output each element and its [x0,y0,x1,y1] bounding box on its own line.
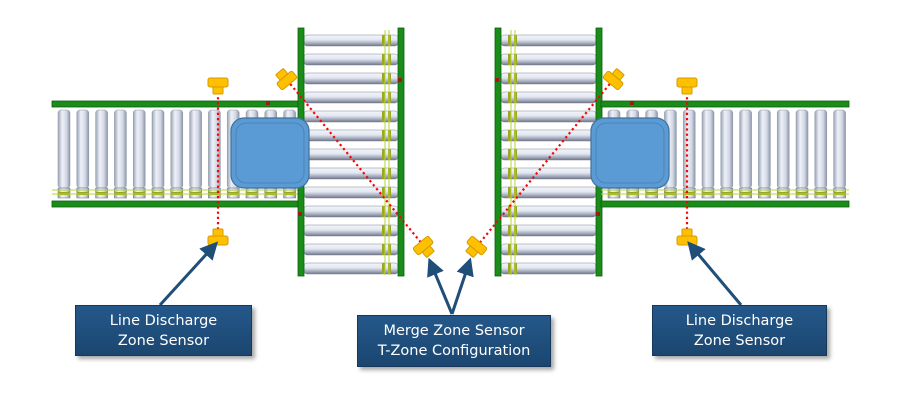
roller [776,109,790,189]
center-callout-arrow-left [427,257,454,315]
side-rail [600,200,850,208]
rail-marker [630,101,634,105]
roller-band [382,130,385,141]
right-merge-sensor-bottom-icon [465,235,488,258]
roller-band [382,73,385,84]
roller-band [508,168,511,179]
roller [833,109,846,189]
roller-band [508,263,511,274]
roller-band [382,92,385,103]
roller-band [382,111,385,122]
roller-band [382,225,385,236]
right-label-box: Line Discharge Zone Sensor [652,305,827,356]
left-merge-beam [286,79,424,246]
left-discharge-sensor-bottom-icon [207,228,229,246]
side-rail [51,100,300,108]
roller-band [508,73,511,84]
roller-band [508,35,511,46]
roller-band [508,244,511,255]
center-callout-arrow-right [450,257,474,315]
roller [189,109,202,189]
roller [95,109,108,189]
roller-band [382,187,385,198]
roller-band [382,54,385,65]
roller [758,109,771,189]
left-merge-sensor-bottom-icon [412,235,435,258]
left-label-box: Line Discharge Zone Sensor [75,305,252,356]
roller [795,109,809,189]
roller [701,109,715,189]
roller [132,109,146,189]
rail-marker [495,78,499,82]
roller [720,109,734,189]
rail-marker [596,212,600,216]
roller [76,109,90,189]
roller-band [382,149,385,160]
roller [682,109,696,189]
roller-band [508,130,511,141]
roller-band [508,92,511,103]
roller-band [508,149,511,160]
right-merge-beam [477,79,614,246]
side-rail [494,27,502,277]
right-callout-arrow [687,241,743,306]
right-discharge-sensor-bottom-icon [676,228,698,246]
right-merge-conveyor [494,27,603,277]
roller [814,109,828,189]
roller [151,109,165,189]
side-rail [397,27,405,277]
roller-band [382,244,385,255]
right-label-line1: Line Discharge [685,312,794,329]
roller-band [382,206,385,217]
rail-marker [298,212,302,216]
left-discharge-sensor-top-icon [207,77,229,95]
side-rail [600,100,850,108]
roller-band [382,263,385,274]
center-label-line2: T-Zone Configuration [377,343,531,359]
roller-band [382,168,385,179]
right-label-line2: Zone Sensor [693,332,786,349]
roller [57,109,71,189]
roller-band [508,111,511,122]
roller-band [508,206,511,217]
side-rail [51,200,300,208]
right-carton [590,117,670,189]
left-carton [230,117,310,189]
roller-band [508,225,511,236]
center-label-box: Merge Zone Sensor T-Zone Configuration [357,315,551,367]
roller [114,109,127,189]
left-merge-conveyor [297,27,405,277]
roller [170,109,184,189]
roller-band [508,187,511,198]
rail-marker [398,78,402,82]
roller-band [382,35,385,46]
left-callout-arrow [158,241,219,307]
right-merge-sensor-top-icon [602,68,625,91]
rail-marker [266,101,270,105]
roller-band [508,54,511,65]
roller [739,109,752,189]
center-label-line1: Merge Zone Sensor [383,323,525,339]
left-merge-sensor-top-icon [275,68,298,91]
left-label-line1: Line Discharge [109,312,218,329]
right-discharge-sensor-top-icon [676,77,698,95]
left-label-line2: Zone Sensor [117,332,210,349]
